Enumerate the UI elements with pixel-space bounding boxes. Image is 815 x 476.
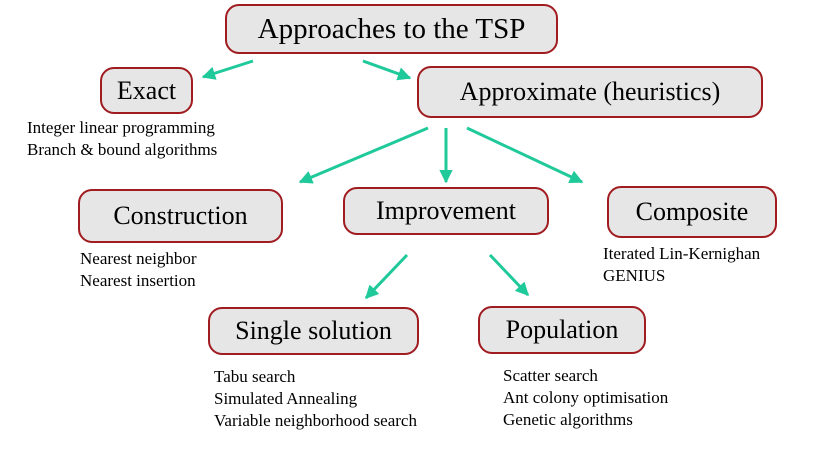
list-item: Integer linear programming [27,118,215,137]
node-improvement: Improvement [343,187,549,235]
exact-methods-list: Integer linear programming Branch & boun… [27,117,217,161]
node-approaches-to-tsp: Approaches to the TSP [225,4,558,54]
list-item: Variable neighborhood search [214,411,417,430]
construction-methods-list: Nearest neighbor Nearest insertion [80,248,197,292]
list-item: Ant colony optimisation [503,388,669,407]
population-methods-list: Scatter search Ant colony optimisation G… [503,365,668,431]
node-composite: Composite [607,186,777,238]
arrow-root-to-exact [201,59,254,80]
node-single-solution: Single solution [208,307,419,355]
list-item: Genetic algorithms [503,410,633,429]
list-item: Tabu search [214,367,296,386]
arrow-improvement-to-single [364,253,409,300]
node-exact: Exact [100,67,193,114]
list-item: Iterated Lin-Kernighan [603,244,761,263]
list-item: Scatter search [503,366,598,385]
arrow-improvement-to-population [488,253,530,297]
list-item: Nearest neighbor [80,249,197,268]
single-solution-methods-list: Tabu search Simulated Annealing Variable… [214,366,417,432]
list-item: Simulated Annealing [214,389,358,408]
node-approximate: Approximate (heuristics) [417,66,763,118]
arrow-approximate-to-construction [298,126,429,184]
list-item: Branch & bound algorithms [27,140,218,159]
composite-methods-list: Iterated Lin-Kernighan GENIUS [603,243,760,287]
node-construction: Construction [78,189,283,243]
list-item: GENIUS [603,266,666,285]
arrow-root-to-approximate [362,59,412,81]
node-population: Population [478,306,646,354]
arrow-approximate-to-composite [466,126,584,184]
list-item: Nearest insertion [80,271,196,290]
